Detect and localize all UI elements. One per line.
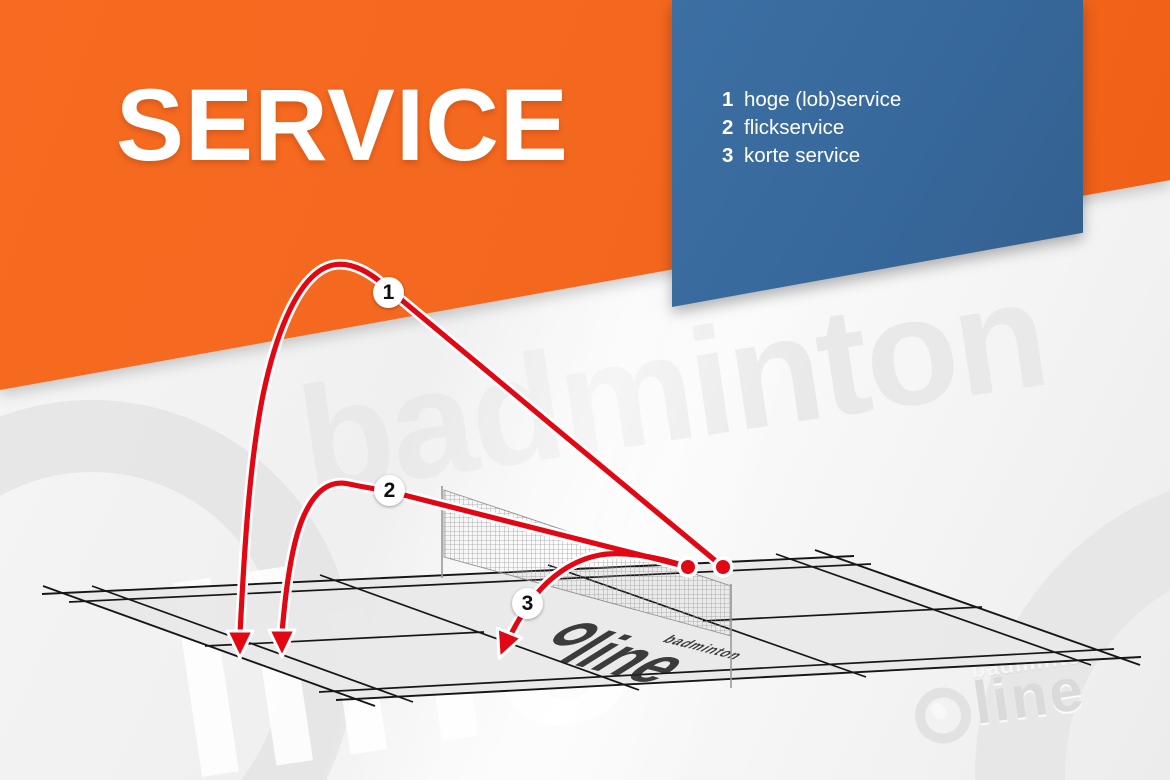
serve-contact-dot-left	[677, 556, 699, 578]
trajectory-marker-2: 2	[374, 475, 405, 506]
trajectory-marker-1: 1	[373, 277, 404, 308]
trajectory-marker-3: 3	[512, 588, 543, 619]
serve-contact-dot-right	[712, 556, 734, 578]
